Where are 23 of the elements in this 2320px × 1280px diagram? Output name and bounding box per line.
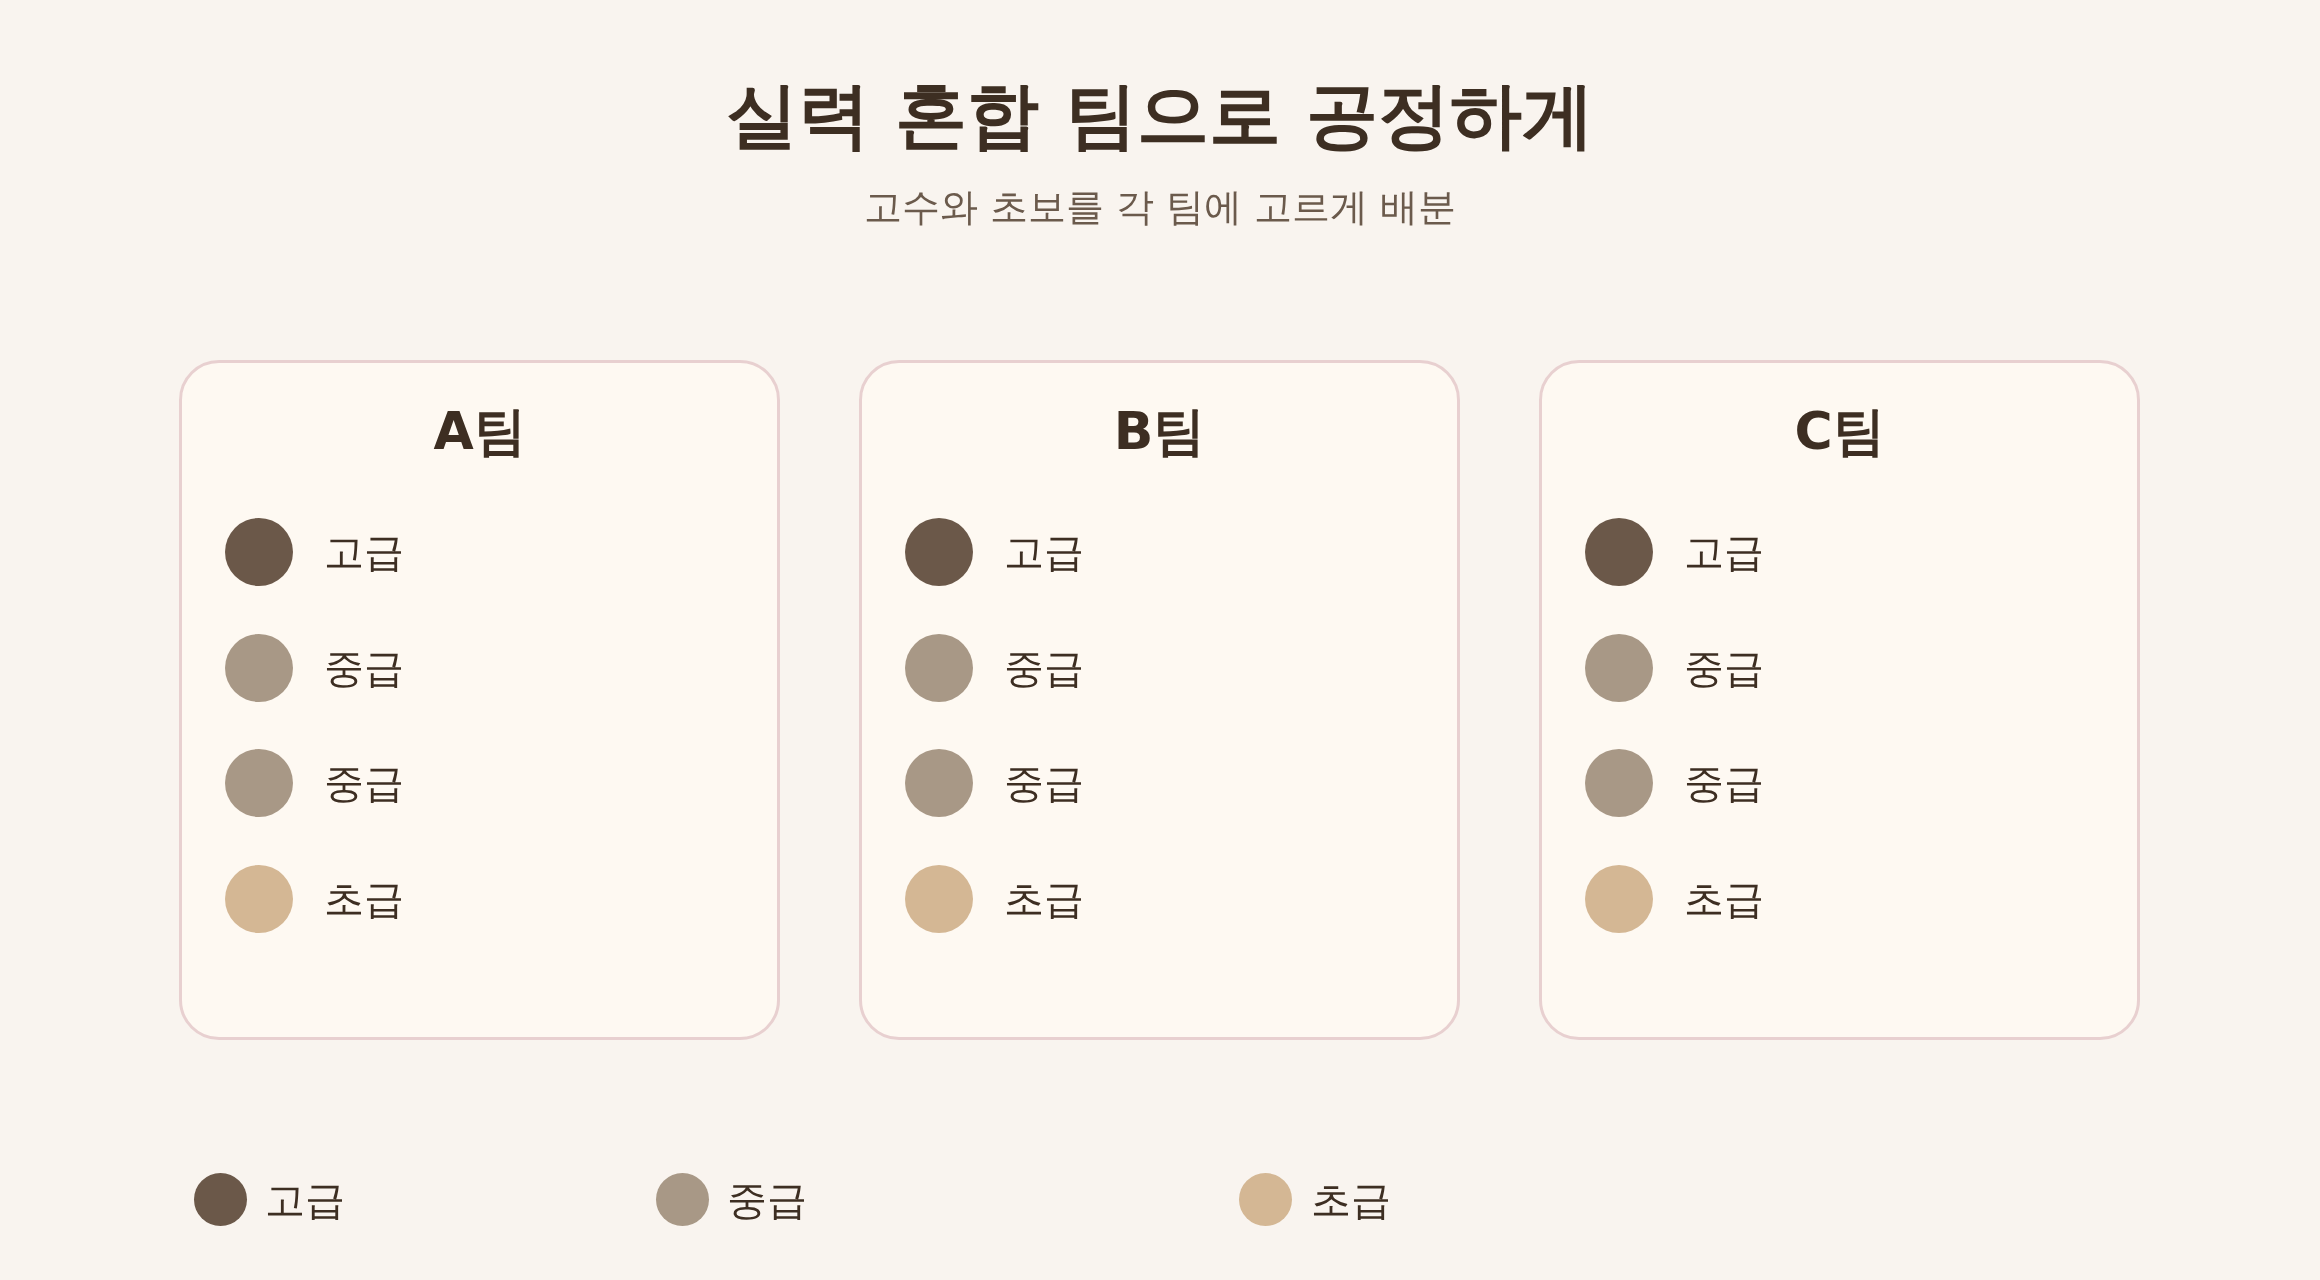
- level-label: 중급: [1004, 643, 1084, 693]
- team-heading: B팀: [1113, 400, 1206, 462]
- legend-label: 중급: [727, 1175, 807, 1225]
- level-label: 고급: [1004, 528, 1084, 577]
- level-label: 초급: [1684, 874, 1764, 924]
- level-label: 고급: [324, 528, 404, 577]
- legend-label: 고급: [265, 1175, 345, 1225]
- level-label: 중급: [324, 759, 404, 808]
- subtitle: 고수와 초보를 각 팀에 고르게 배분: [863, 184, 1457, 230]
- title: 실력 혼합 팀으로 공정하게: [726, 72, 1594, 158]
- team-card: [859, 360, 1460, 1040]
- level-label: 고급: [1684, 528, 1764, 577]
- team-heading: A팀: [433, 400, 526, 462]
- team-heading: C팀: [1794, 400, 1885, 462]
- team-card: [1539, 360, 2140, 1040]
- team-card: [179, 360, 780, 1040]
- level-label: 중급: [1684, 759, 1764, 808]
- level-label: 초급: [1004, 874, 1084, 924]
- level-label: 중급: [1684, 643, 1764, 693]
- level-label: 중급: [324, 643, 404, 693]
- legend-label: 초급: [1311, 1175, 1391, 1225]
- level-label: 초급: [324, 874, 404, 924]
- level-label: 중급: [1004, 759, 1084, 808]
